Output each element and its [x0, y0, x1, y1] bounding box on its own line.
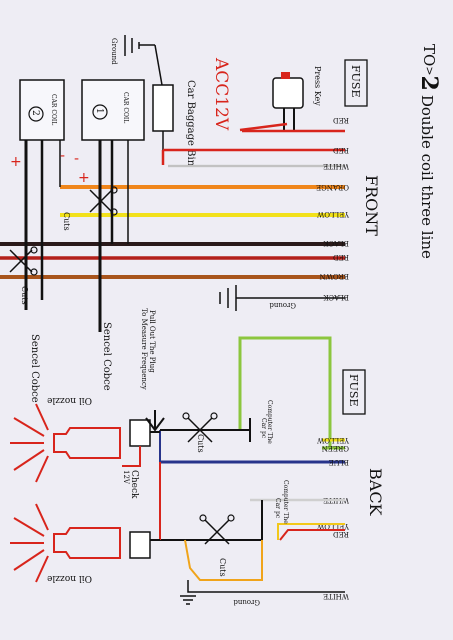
svg-text:+: +: [10, 154, 22, 170]
pull-out-note: Pull Out The Plug To Measure Frequency: [140, 308, 156, 390]
front-section-label: FRONT: [362, 175, 381, 236]
svg-text:BLUE: BLUE: [329, 458, 349, 466]
svg-text:+: +: [78, 170, 90, 186]
svg-text:RED: RED: [333, 116, 349, 124]
svg-text:WHITE: WHITE: [323, 592, 349, 600]
svg-text:ORANGE: ORANGE: [316, 183, 349, 191]
ground-front: [219, 285, 237, 311]
svg-text:12V: 12V: [122, 470, 130, 485]
coil-2: 2 CAR COIL + -: [10, 79, 65, 310]
svg-text:Car pc: Car pc: [260, 418, 267, 439]
svg-text:2: 2: [30, 110, 40, 116]
svg-text:BLACK: BLACK: [323, 293, 349, 301]
back-signal-lower: Cuts Computer The Car pc: [160, 480, 345, 581]
svg-text:TO>2Double coil three line: TO>2Double coil three line: [416, 44, 442, 259]
svg-text:Car pc: Car pc: [274, 498, 281, 519]
svg-text:Pull Out The Plug: Pull Out The Plug: [148, 310, 156, 373]
sencel-cobce-1: Sencel Cobce: [101, 322, 112, 391]
green-wire: [238, 336, 345, 450]
back-signal-upper: Cuts Computer The Car pc: [160, 400, 273, 453]
oil-nozzle-upper: Oil nozzle: [10, 395, 121, 483]
svg-text:Check: Check: [129, 470, 139, 499]
svg-text:CAR COIL: CAR COIL: [122, 92, 129, 123]
inline-fuse: [152, 44, 174, 165]
svg-text:1: 1: [94, 108, 104, 114]
svg-text:FUSE: FUSE: [347, 374, 360, 406]
svg-text:Oil nozzle: Oil nozzle: [47, 395, 92, 405]
svg-text:Computer The: Computer The: [282, 480, 289, 524]
injector-upper: [122, 410, 165, 467]
acc-label: ACC12V: [211, 57, 231, 131]
svg-text:-: -: [60, 148, 65, 164]
svg-text:Press Key: Press Key: [313, 66, 322, 106]
cuts-front-1: Cuts: [62, 186, 118, 231]
sencel-cobce-2: Sencel Cobce: [29, 334, 40, 403]
svg-text:FUSE: FUSE: [349, 65, 362, 97]
oil-nozzle-lower: Oil nozzle: [10, 503, 121, 583]
page-title: TO>2Double coil three line: [416, 44, 442, 259]
injector-lower: [129, 531, 160, 559]
car-baggage-bin-label: Car Baggage Bin: [185, 80, 196, 167]
fuse-top: FUSE: [344, 59, 368, 107]
svg-text:WHITE: WHITE: [323, 162, 349, 170]
back-section-label: BACK: [366, 468, 385, 517]
svg-text:Ground: Ground: [269, 301, 296, 309]
svg-text:Cuts: Cuts: [20, 286, 29, 305]
ground-top: Ground: [110, 35, 155, 65]
cuts-front-2: Cuts: [9, 246, 38, 305]
front-wires: [0, 129, 345, 299]
svg-text:To Measure Frequency: To Measure Frequency: [140, 308, 148, 390]
svg-text:Ground: Ground: [233, 598, 260, 606]
svg-text:-: -: [74, 151, 79, 167]
svg-text:BROWN: BROWN: [320, 272, 349, 280]
ground-back: [180, 580, 345, 605]
svg-text:YELLOW: YELLOW: [316, 522, 350, 530]
svg-text:Cuts: Cuts: [218, 558, 227, 577]
svg-text:YELLOW: YELLOW: [316, 210, 350, 218]
svg-text:BLACK: BLACK: [323, 239, 349, 247]
coil-1: 1 CAR COIL - +: [74, 79, 145, 332]
svg-text:GREEN: GREEN: [322, 444, 349, 452]
check-12v: Check 12V: [122, 462, 161, 540]
svg-text:RED: RED: [333, 530, 349, 538]
svg-text:RED: RED: [333, 253, 349, 261]
svg-text:Computer The: Computer The: [266, 400, 273, 444]
svg-text:Cuts: Cuts: [196, 434, 205, 453]
svg-text:Cuts: Cuts: [62, 212, 71, 231]
press-key-switch: Press Key: [239, 66, 322, 132]
svg-text:Ground: Ground: [110, 38, 118, 65]
svg-text:RED: RED: [333, 146, 349, 154]
front-wire-labels: RED RED WHITE ORANGE YELLOW BLACK RED BR…: [269, 116, 350, 309]
svg-text:Oil nozzle: Oil nozzle: [47, 573, 92, 583]
svg-text:YELLOW: YELLOW: [316, 436, 350, 444]
svg-text:CAR COIL: CAR COIL: [50, 94, 57, 125]
fuse-back: FUSE: [342, 369, 366, 415]
